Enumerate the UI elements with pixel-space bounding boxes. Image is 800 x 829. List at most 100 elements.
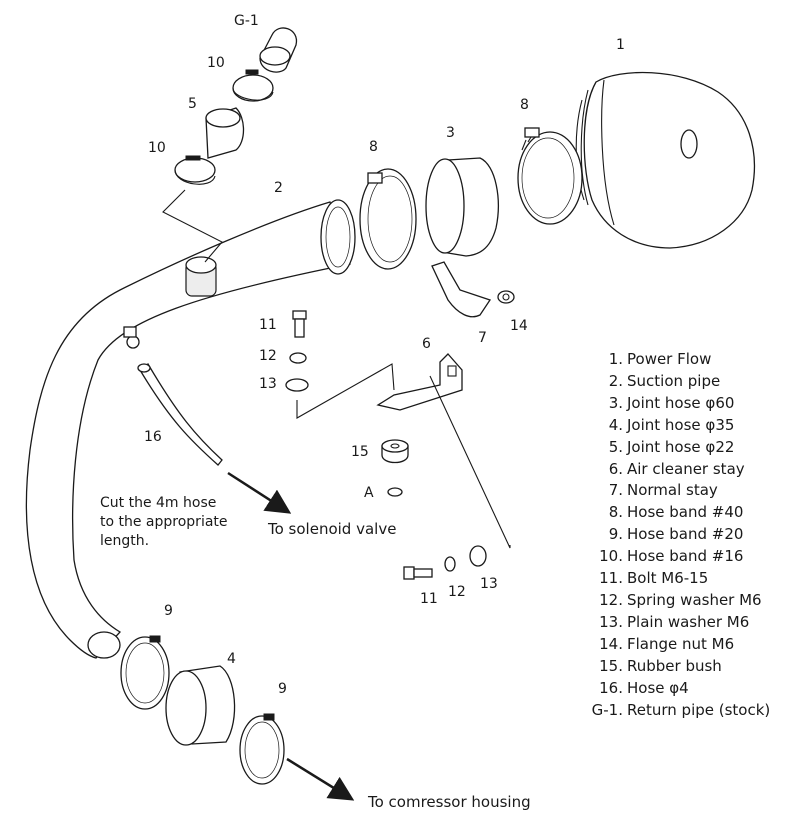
- legend-item-text: Hose band #16: [627, 547, 744, 566]
- hose-band-8-right: [517, 127, 583, 225]
- joint-hose-4: [165, 665, 236, 746]
- legend-item-text: Spring washer M6: [627, 590, 762, 609]
- legend-item-number: 13.: [599, 612, 623, 631]
- point-a: [387, 487, 403, 497]
- hose-band-9-right: [239, 713, 285, 785]
- legend-item-number: 15.: [599, 656, 623, 675]
- legend-item: 11.Bolt M6-15: [583, 568, 795, 590]
- callout-g1: G-1: [234, 13, 259, 29]
- bolt-11-lower: [403, 566, 433, 580]
- leader-upper-washers: [296, 363, 395, 419]
- solenoid-valve-label: To solenoid valve: [268, 520, 397, 538]
- legend-item: 10.Hose band #16: [583, 546, 795, 568]
- legend-item-number: 7.: [608, 481, 623, 500]
- callout-12-upper: 12: [259, 348, 277, 364]
- callout-7: 7: [478, 330, 487, 346]
- legend-item: 1.Power Flow: [583, 349, 795, 371]
- legend-item: 3.Joint hose φ60: [583, 393, 795, 415]
- legend-item-number: G-1.: [591, 700, 623, 719]
- legend-item-number: 10.: [599, 547, 623, 566]
- callout-12-lower: 12: [448, 584, 466, 600]
- hose-band-8-left: [359, 168, 417, 270]
- callout-10-upper: 10: [207, 55, 225, 71]
- suction-pipe: [25, 199, 356, 659]
- callout-1: 1: [616, 37, 625, 53]
- legend-item-number: 9.: [608, 525, 623, 544]
- legend-item: 12.Spring washer M6: [583, 590, 795, 612]
- legend-item: 9.Hose band #20: [583, 524, 795, 546]
- callout-11-lower: 11: [420, 591, 438, 607]
- legend-item-number: 1.: [608, 350, 623, 368]
- callout-6: 6: [422, 336, 431, 352]
- legend-item-number: 3.: [608, 393, 623, 412]
- legend-item: 5.Joint hose φ22: [583, 437, 795, 459]
- hose-cut-note: Cut the 4m hose to the appropriate lengt…: [100, 494, 228, 551]
- legend-item: 4.Joint hose φ35: [583, 415, 795, 437]
- legend-item-text: Air cleaner stay: [627, 459, 745, 478]
- air-cleaner-stay-6: [376, 353, 463, 411]
- callout-8-right: 8: [520, 97, 529, 113]
- legend-item-text: Bolt M6-15: [627, 569, 709, 588]
- hose-band-9-left: [120, 635, 170, 710]
- legend-item-text: Suction pipe: [627, 371, 721, 390]
- legend-item-number: 4.: [608, 415, 623, 434]
- callout-16: 16: [144, 429, 162, 445]
- legend-item-text: Normal stay: [627, 481, 718, 500]
- rubber-bush-15: [381, 439, 409, 464]
- legend-item-number: 5.: [608, 437, 623, 456]
- callout-9-left: 9: [164, 603, 173, 619]
- legend-item-text: Rubber bush: [627, 656, 722, 675]
- note-line-2: to the appropriate: [100, 514, 228, 530]
- legend-item-text: Flange nut M6: [627, 634, 735, 653]
- legend-item: 8.Hose band #40: [583, 502, 795, 524]
- legend-item-text: Hose φ4: [627, 678, 689, 697]
- joint-hose-3: [425, 157, 499, 257]
- plain-washer-13-upper: [285, 378, 309, 392]
- callout-4: 4: [227, 651, 236, 667]
- leader-band10-fitting: [162, 189, 223, 263]
- callout-10-lower: 10: [148, 140, 166, 156]
- legend-item-text: Power Flow: [627, 350, 712, 368]
- legend-item-text: Plain washer M6: [627, 612, 750, 631]
- hose-16: [137, 363, 223, 466]
- legend-item-text: Joint hose φ35: [627, 415, 735, 434]
- legend-item-number: 11.: [599, 569, 623, 588]
- legend-item-number: 6.: [608, 459, 623, 478]
- note-line-1: Cut the 4m hose: [100, 495, 217, 511]
- callout-2: 2: [274, 180, 283, 196]
- legend-item: 7.Normal stay: [583, 480, 795, 502]
- solenoid-arrow: [227, 471, 292, 514]
- legend-item-number: 16.: [599, 678, 623, 697]
- callout-9-right: 9: [278, 681, 287, 697]
- legend-item-text: Joint hose φ22: [627, 437, 735, 456]
- callout-11-upper: 11: [259, 317, 277, 333]
- legend-item-text: Joint hose φ60: [627, 393, 735, 412]
- spring-washer-12-upper: [289, 352, 307, 364]
- compressor-arrow: [286, 757, 355, 801]
- legend-item: 6.Air cleaner stay: [583, 459, 795, 481]
- note-line-3: length.: [100, 533, 150, 549]
- hose-band-10-upper: [232, 69, 274, 102]
- flange-nut-14: [497, 290, 515, 304]
- callout-13-upper: 13: [259, 376, 277, 392]
- callout-a: A: [364, 485, 374, 501]
- power-flow-filter: [575, 71, 756, 249]
- legend-item: 2.Suction pipe: [583, 371, 795, 393]
- legend-item-number: 8.: [608, 503, 623, 522]
- leader-lower-washers: [429, 375, 511, 549]
- legend-item-number: 2.: [608, 371, 623, 390]
- legend-item-number: 12.: [599, 590, 623, 609]
- legend-item-text: Hose band #20: [627, 525, 744, 544]
- legend-item: 15.Rubber bush: [583, 656, 795, 678]
- hose-band-10-lower: [174, 155, 216, 185]
- callout-8-left: 8: [369, 139, 378, 155]
- legend-item-text: Hose band #40: [627, 503, 744, 522]
- legend-item: 14.Flange nut M6: [583, 634, 795, 656]
- callout-15: 15: [351, 444, 369, 460]
- spring-washer-12-lower: [444, 556, 456, 572]
- legend-item: 16.Hose φ4: [583, 678, 795, 700]
- legend-item: 13.Plain washer M6: [583, 612, 795, 634]
- callout-5: 5: [188, 96, 197, 112]
